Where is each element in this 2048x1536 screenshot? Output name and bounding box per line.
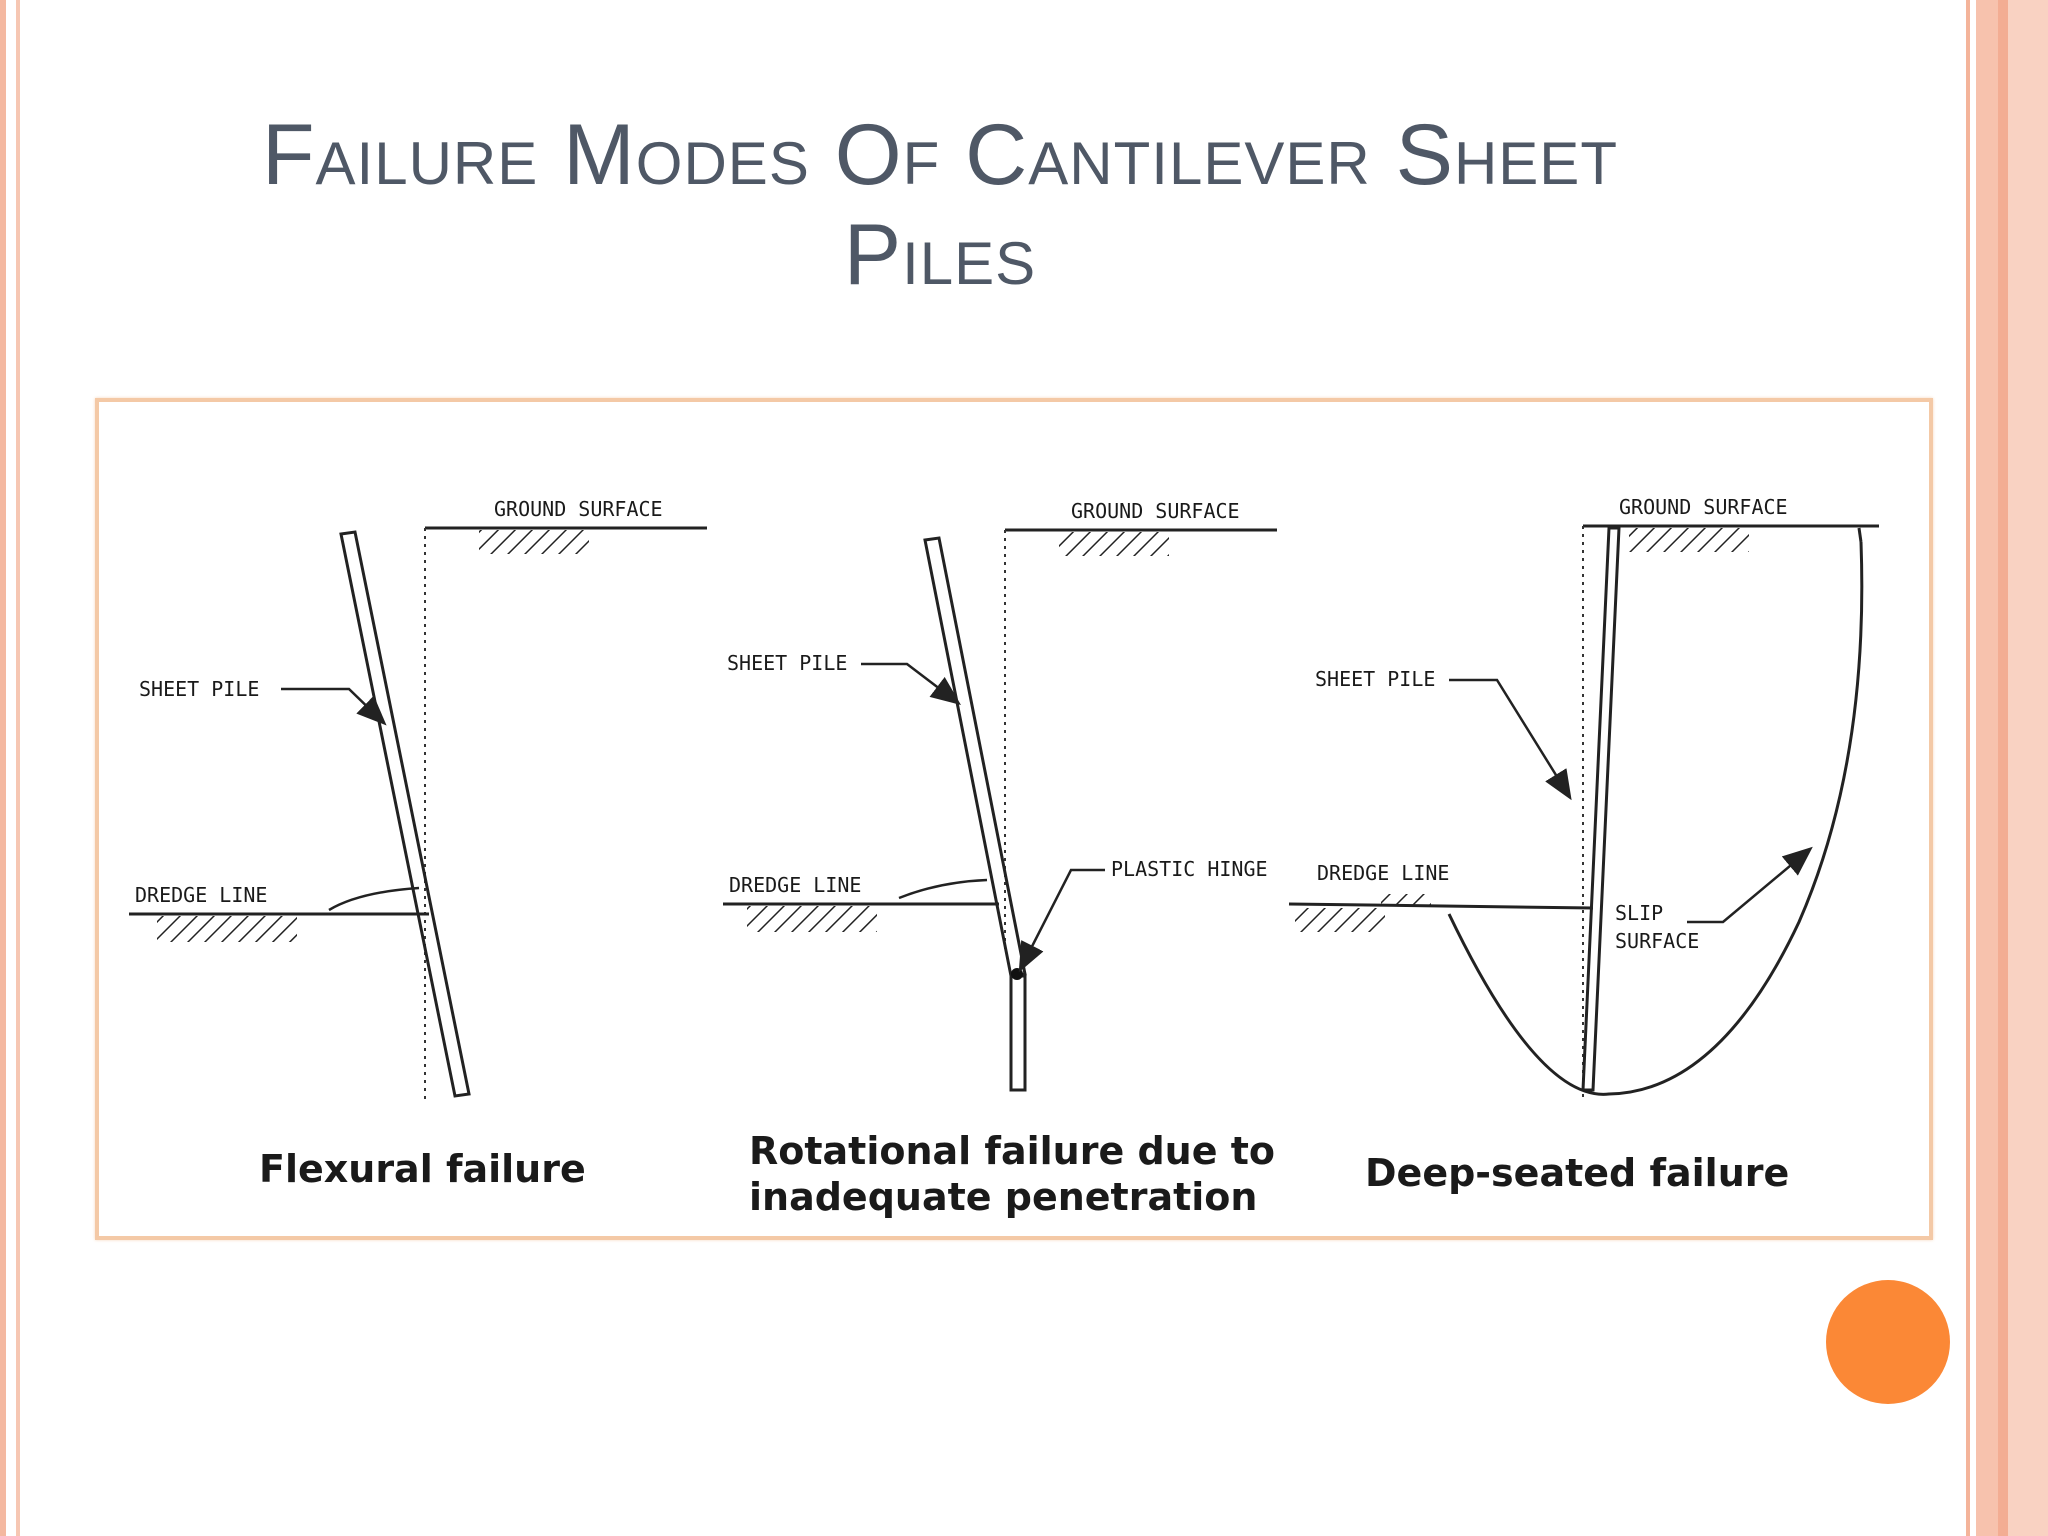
plastic-hinge-point [1011, 968, 1023, 980]
sheet-pile-label-1: SHEET PILE [139, 677, 259, 701]
left-border-stripe [0, 0, 6, 1536]
dredge-hatch-3-left [1295, 908, 1385, 932]
failure-modes-diagram: GROUND SURFACE SHEET PILE DREDGE LINE Fl… [129, 495, 1879, 1219]
slip-label: SLIP [1615, 901, 1663, 925]
soil-bulge-1 [328, 886, 420, 912]
panel-flexural: GROUND SURFACE SHEET PILE DREDGE LINE Fl… [129, 497, 707, 1191]
ground-surface-label-3: GROUND SURFACE [1619, 495, 1788, 519]
ground-hatch-3 [1629, 528, 1749, 552]
sheet-pile-arrow-3 [1449, 678, 1572, 801]
panel-rotational: GROUND SURFACE SHEET PILE DREDGE LINE PL… [723, 499, 1277, 1219]
plastic-hinge-arrow [1018, 868, 1105, 973]
sheet-pile-3 [1581, 526, 1621, 1092]
ground-surface-label-2: GROUND SURFACE [1071, 499, 1240, 523]
dredge-hatch-1 [157, 916, 297, 942]
caption-rotational-line-1: Rotational failure due to [749, 1129, 1275, 1173]
caption-flexural: Flexural failure [259, 1147, 586, 1191]
caption-rotational-line-2: inadequate penetration [749, 1175, 1257, 1219]
dredge-line-label-3: DREDGE LINE [1317, 861, 1449, 885]
dredge-line-3 [1288, 902, 1594, 910]
dredge-hatch-2 [747, 906, 877, 932]
dredge-hatch-3-mid [1381, 894, 1431, 906]
figure-frame: GROUND SURFACE SHEET PILE DREDGE LINE Fl… [95, 398, 1933, 1240]
slip-surface-arrow [1687, 846, 1813, 924]
orange-accent-dot [1826, 1280, 1950, 1404]
sheet-pile-1 [339, 530, 471, 1098]
ground-surface-label-1: GROUND SURFACE [494, 497, 663, 521]
sheet-pile-upper-2 [923, 536, 1027, 978]
ground-hatch-2 [1059, 532, 1169, 556]
plastic-hinge-label: PLASTIC HINGE [1111, 857, 1268, 881]
slip-surface-curve [1447, 541, 1864, 1096]
sheet-pile-label-3: SHEET PILE [1315, 667, 1435, 691]
right-border-stripes [1958, 0, 2048, 1536]
surface-label: SURFACE [1615, 929, 1699, 953]
sheet-pile-label-2: SHEET PILE [727, 651, 847, 675]
ground-hatch-1 [479, 530, 589, 554]
ground-edge-3 [1857, 527, 1863, 543]
slide-title: Failure Modes Of Cantilever Sheet Piles [262, 107, 1618, 303]
left-border-inner-stripe [16, 0, 20, 1536]
sheet-pile-lower-2 [1009, 974, 1027, 1092]
caption-deep-seated: Deep-seated failure [1365, 1151, 1789, 1195]
dredge-line-label-1: DREDGE LINE [135, 883, 267, 907]
dredge-line-label-2: DREDGE LINE [729, 873, 861, 897]
soil-bulge-2 [898, 878, 988, 900]
panel-deep-seated: GROUND SURFACE SHEET PILE DREDGE LINE SL… [1288, 495, 1879, 1195]
sheet-pile-arrow-1 [281, 687, 387, 726]
sheet-pile-arrow-2 [861, 662, 961, 706]
